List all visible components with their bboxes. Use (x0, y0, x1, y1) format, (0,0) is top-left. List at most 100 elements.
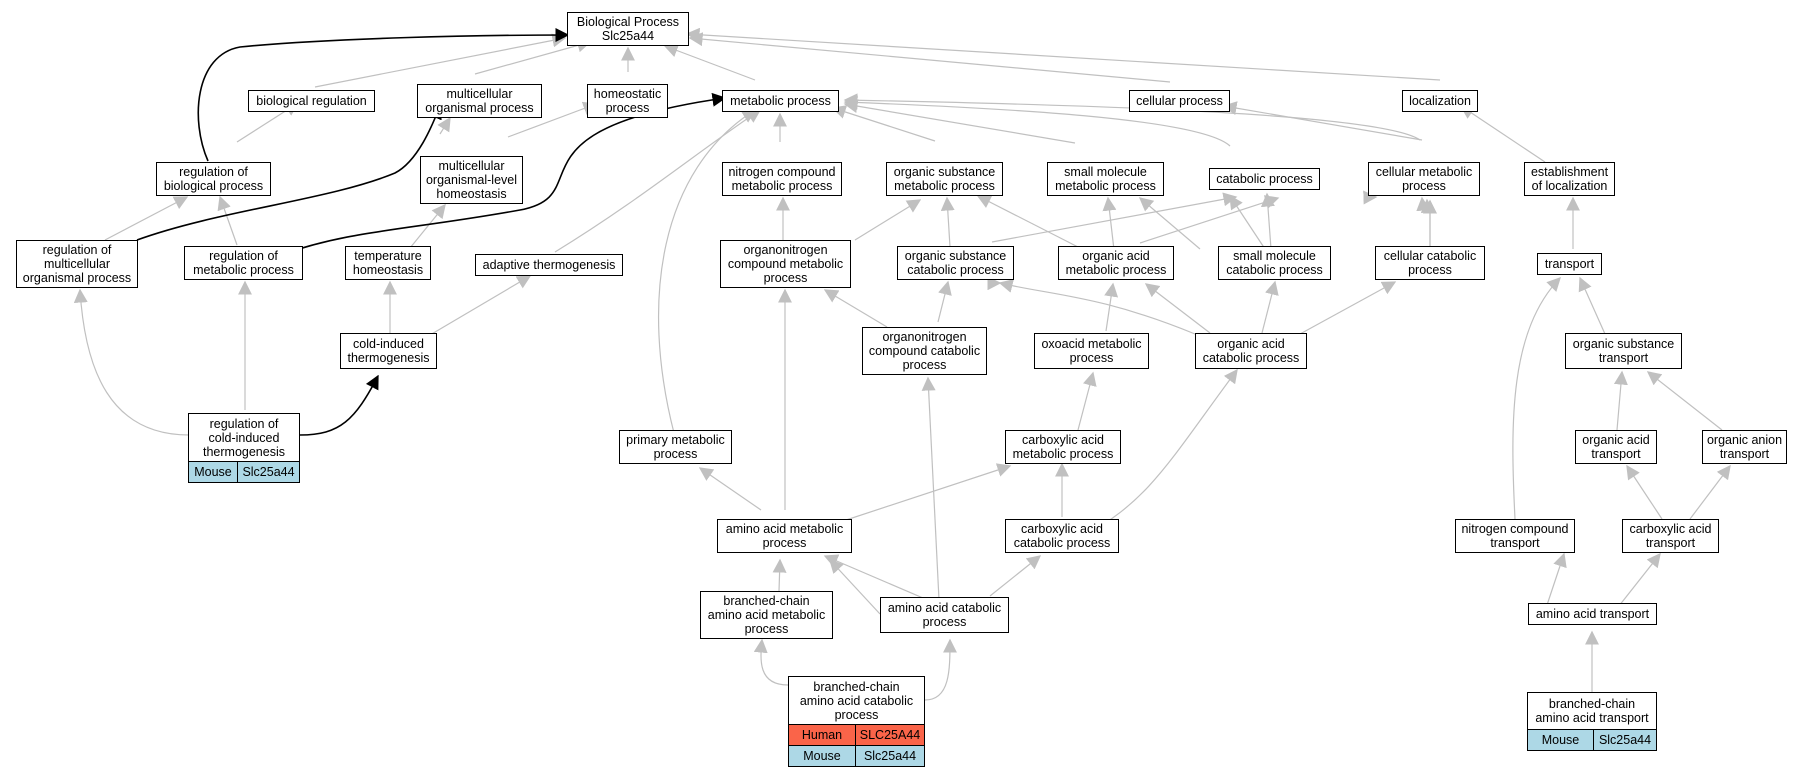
node-cellular-catabolic-process[interactable]: cellular catabolic process (1375, 246, 1485, 280)
node-organic-acid-catabolic-process[interactable]: organic acid catabolic process (1195, 333, 1307, 369)
node-cellular-metabolic-process[interactable]: cellular metabolic process (1368, 162, 1480, 196)
node-multicellular-organismal-process[interactable]: multicellular organismal process (417, 84, 542, 118)
edge (1261, 280, 1279, 334)
strong-edge (280, 92, 727, 256)
edge (829, 558, 881, 615)
edge (474, 38, 592, 75)
edge (1144, 283, 1211, 334)
edge (1614, 552, 1661, 612)
node-nitrogen-compound-transport[interactable]: nitrogen compound transport (1455, 519, 1575, 553)
gene-row: Mouse Slc25a44 (789, 745, 924, 766)
edge (685, 27, 1441, 81)
edge (940, 196, 955, 248)
species-label: Mouse (789, 746, 856, 766)
node-oxoacid-metabolic-process[interactable]: oxoacid metabolic process (1034, 333, 1149, 369)
node-localization[interactable]: localization (1402, 90, 1478, 112)
node-temperature-homeostasis[interactable]: temperature homeostasis (345, 246, 431, 280)
node-amino-acid-transport[interactable]: amino acid transport (1528, 603, 1657, 625)
strong-edge (136, 104, 442, 241)
species-label: Mouse (189, 462, 238, 482)
edge (823, 289, 888, 328)
edge (924, 638, 957, 701)
edge (987, 276, 1002, 291)
node-regulation-of-cold-induced-thermogenesis[interactable]: regulation of cold-induced thermogenesis… (188, 413, 300, 483)
node-regulation-of-biological-process[interactable]: regulation of biological process (156, 162, 271, 196)
node-organic-acid-metabolic-process[interactable]: organic acid metabolic process (1058, 246, 1174, 280)
gene-label: Slc25a44 (242, 465, 295, 480)
node-label: regulation of cold-induced thermogenesis (203, 416, 285, 459)
node-catabolic-process[interactable]: catabolic process (1209, 168, 1320, 190)
node-branched-chain-amino-acid-metabolic-process[interactable]: branched-chain amino acid metabolic proc… (700, 591, 833, 639)
node-multicellular-organismal-level-homeostasis[interactable]: multicellular organismal-level homeostas… (420, 156, 523, 204)
node-organic-substance-metabolic-process[interactable]: organic substance metabolic process (886, 162, 1003, 196)
node-adaptive-thermogenesis[interactable]: adaptive thermogenesis (475, 254, 623, 276)
edge (1578, 276, 1606, 335)
strong-edge (197, 28, 570, 162)
edge (409, 203, 446, 249)
species-label: Human (789, 725, 856, 746)
node-organonitrogen-compound-metabolic-process[interactable]: organonitrogen compound metabolic proces… (720, 240, 851, 288)
edge (429, 275, 532, 336)
edge (991, 192, 1238, 243)
node-branched-chain-amino-acid-transport[interactable]: branched-chain amino acid transport Mous… (1527, 692, 1657, 751)
edge (854, 199, 922, 241)
node-cellular-process[interactable]: cellular process (1129, 90, 1230, 112)
edge (217, 195, 238, 246)
edge (937, 280, 952, 323)
node-organic-anion-transport[interactable]: organic anion transport (1702, 430, 1787, 464)
edge (1104, 282, 1119, 332)
edge (1416, 196, 1431, 212)
node-amino-acid-catabolic-process[interactable]: amino acid catabolic process (880, 597, 1009, 633)
node-organic-substance-catabolic-process[interactable]: organic substance catabolic process (897, 246, 1014, 280)
edge (1626, 464, 1663, 520)
node-organic-acid-transport[interactable]: organic acid transport (1575, 430, 1657, 464)
node-carboxylic-acid-metabolic-process[interactable]: carboxylic acid metabolic process (1005, 430, 1121, 464)
node-small-molecule-catabolic-process[interactable]: small molecule catabolic process (1218, 246, 1331, 280)
node-carboxylic-acid-catabolic-process[interactable]: carboxylic acid catabolic process (1005, 519, 1119, 553)
edge (1077, 371, 1097, 431)
node-cold-induced-thermogenesis[interactable]: cold-induced thermogenesis (340, 333, 437, 369)
edge (314, 33, 567, 88)
edge (839, 463, 1012, 523)
node-small-molecule-metabolic-process[interactable]: small molecule metabolic process (1047, 162, 1164, 196)
node-establishment-of-localization[interactable]: establishment of localization (1524, 162, 1615, 196)
node-carboxylic-acid-transport[interactable]: carboxylic acid transport (1622, 519, 1719, 553)
edge (688, 32, 1171, 83)
edge (104, 196, 189, 241)
edge (998, 279, 1196, 335)
node-regulation-of-multicellular-organismal-process[interactable]: regulation of multicellular organismal p… (16, 240, 138, 288)
edge (507, 101, 598, 138)
node-homeostatic-process[interactable]: homeostatic process (587, 84, 668, 118)
edge (1363, 190, 1378, 205)
node-nitrogen-compound-metabolic-process[interactable]: nitrogen compound metabolic process (722, 162, 842, 196)
node-branched-chain-amino-acid-catabolic-process[interactable]: branched-chain amino acid catabolic proc… (788, 676, 925, 767)
gene-row: Mouse Slc25a44 (189, 461, 299, 482)
node-transport[interactable]: transport (1537, 253, 1602, 275)
edge (1260, 192, 1275, 250)
node-regulation-of-metabolic-process[interactable]: regulation of metabolic process (184, 246, 303, 280)
gene-row: Mouse Slc25a44 (1528, 729, 1656, 750)
node-metabolic-process[interactable]: metabolic process (722, 90, 839, 112)
gene-label: Slc25a44 (1598, 733, 1652, 747)
edge (976, 195, 1079, 248)
node-organonitrogen-compound-catabolic-process[interactable]: organonitrogen compound catabolic proces… (862, 327, 987, 375)
edge (1512, 276, 1561, 520)
edge (1222, 101, 1423, 141)
node-primary-metabolic-process[interactable]: primary metabolic process (619, 430, 732, 464)
node-amino-acid-metabolic-process[interactable]: amino acid metabolic process (717, 519, 852, 553)
edge (1102, 196, 1117, 251)
node-organic-substance-transport[interactable]: organic substance transport (1565, 333, 1682, 369)
edge (753, 638, 789, 686)
edge (1299, 281, 1397, 335)
node-biological-regulation[interactable]: biological regulation (248, 90, 375, 112)
root-node[interactable]: Biological Process Slc25a44 (567, 12, 689, 46)
edge (657, 109, 757, 434)
edge (843, 95, 1231, 147)
edge (921, 376, 941, 621)
node-label: branched-chain amino acid transport (1535, 697, 1649, 725)
gene-label: Slc25a44 (863, 749, 917, 764)
gene-label: SLC25A44 (859, 728, 921, 743)
edge (831, 105, 936, 142)
edge (843, 99, 1076, 144)
